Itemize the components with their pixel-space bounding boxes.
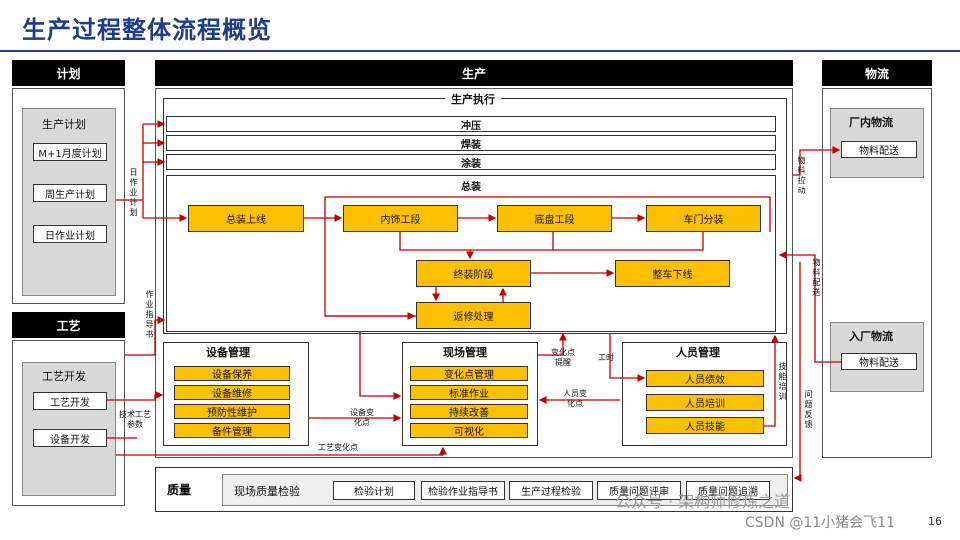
people-item-performance[interactable]: 人员绩效 bbox=[646, 370, 764, 387]
quality-item-process-inspection[interactable]: 生产过程检验 bbox=[509, 481, 593, 500]
site-item-visualization[interactable]: 可视化 bbox=[410, 423, 528, 438]
annot-tech-params: 技术工艺参数 bbox=[119, 410, 151, 429]
annot-skill-training: 技能培训 bbox=[778, 362, 787, 401]
annot-material-pull: 物料拉动 bbox=[797, 156, 806, 195]
step-chassis[interactable]: 底盘工段 bbox=[497, 205, 612, 232]
process-item-process-dev[interactable]: 工艺开发 bbox=[33, 392, 107, 410]
annot-people-change: 人员变化点 bbox=[563, 389, 587, 408]
logistics-header: 物流 bbox=[822, 60, 932, 86]
step-final-stage[interactable]: 终装阶段 bbox=[416, 260, 531, 287]
exec-title: 生产执行 bbox=[445, 91, 501, 107]
people-title: 人员管理 bbox=[676, 346, 720, 359]
annot-change-alert: 变化点提醒 bbox=[551, 348, 575, 367]
equip-item-maintenance[interactable]: 设备保养 bbox=[174, 366, 290, 381]
quality-label: 现场质量检验 bbox=[234, 485, 300, 498]
step-repair[interactable]: 返修处理 bbox=[416, 302, 531, 329]
bar-painting[interactable]: 涂装 bbox=[166, 154, 776, 170]
step-door-subassembly[interactable]: 车门分装 bbox=[646, 205, 761, 232]
bar-welding[interactable]: 焊装 bbox=[166, 135, 776, 151]
annot-daily-plan: 日作业计划 bbox=[129, 168, 138, 217]
site-item-change-point[interactable]: 变化点管理 bbox=[410, 366, 528, 381]
production-header: 生产 bbox=[155, 60, 793, 86]
annot-issue-feedback: 问题反馈 bbox=[804, 390, 813, 429]
plan-group-title: 生产计划 bbox=[42, 118, 86, 131]
annot-material-delivery: 物料配送 bbox=[812, 258, 821, 297]
bar-stamping[interactable]: 冲压 bbox=[166, 116, 776, 132]
quality-item-guide[interactable]: 检验作业指导书 bbox=[421, 481, 505, 500]
page-number: 16 bbox=[928, 515, 942, 528]
plan-header: 计划 bbox=[12, 60, 125, 86]
people-item-skills[interactable]: 人员技能 bbox=[646, 417, 764, 434]
inplant-delivery[interactable]: 物料配送 bbox=[841, 141, 917, 158]
plan-item-daily[interactable]: 日作业计划 bbox=[33, 225, 107, 243]
site-title: 现场管理 bbox=[443, 346, 487, 359]
inbound-delivery[interactable]: 物料配送 bbox=[841, 353, 917, 370]
inbound-title: 入厂物流 bbox=[849, 330, 893, 343]
quality-header: 质量 bbox=[157, 469, 201, 510]
plan-item-monthly[interactable]: M+1月度计划 bbox=[33, 143, 107, 161]
annot-equip-change: 设备变化点 bbox=[350, 408, 374, 427]
watermark-csdn: CSDN @11小猪会飞11 bbox=[745, 515, 895, 531]
people-item-training[interactable]: 人员培训 bbox=[646, 394, 764, 411]
annot-work-hours: 工时 bbox=[598, 353, 614, 362]
site-item-improvement[interactable]: 持续改善 bbox=[410, 404, 528, 419]
equip-item-spare-parts[interactable]: 备件管理 bbox=[174, 423, 290, 438]
equip-item-preventive[interactable]: 预防性维护 bbox=[174, 404, 290, 419]
quality-item-plan[interactable]: 检验计划 bbox=[333, 481, 415, 500]
watermark-wechat: 公众号 · 架构师修炼之道 bbox=[615, 492, 791, 511]
process-item-equipment-dev[interactable]: 设备开发 bbox=[33, 429, 107, 447]
plan-item-weekly[interactable]: 周生产计划 bbox=[33, 184, 107, 202]
plan-group bbox=[22, 108, 116, 296]
site-item-standard-work[interactable]: 标准作业 bbox=[410, 385, 528, 400]
title-divider bbox=[0, 50, 960, 52]
annot-process-change: 工艺变化点 bbox=[318, 443, 358, 452]
step-assembly-online[interactable]: 总装上线 bbox=[188, 205, 304, 232]
quality-item-issue-review[interactable]: 质量问题评审 bbox=[597, 481, 681, 500]
process-group-title: 工艺开发 bbox=[42, 370, 86, 383]
annot-work-guide: 作业指导书 bbox=[145, 290, 154, 339]
step-interior[interactable]: 内饰工段 bbox=[343, 205, 458, 232]
inplant-title: 厂内物流 bbox=[849, 116, 893, 129]
quality-item-issue-trace[interactable]: 质量问题追溯 bbox=[686, 481, 770, 500]
process-header: 工艺 bbox=[12, 312, 125, 338]
page-title: 生产过程整体流程概览 bbox=[22, 16, 272, 44]
equip-item-repair[interactable]: 设备维修 bbox=[174, 385, 290, 400]
assembly-title: 总装 bbox=[461, 182, 481, 193]
step-vehicle-offline[interactable]: 整车下线 bbox=[615, 260, 730, 287]
equipment-title: 设备管理 bbox=[206, 346, 250, 359]
